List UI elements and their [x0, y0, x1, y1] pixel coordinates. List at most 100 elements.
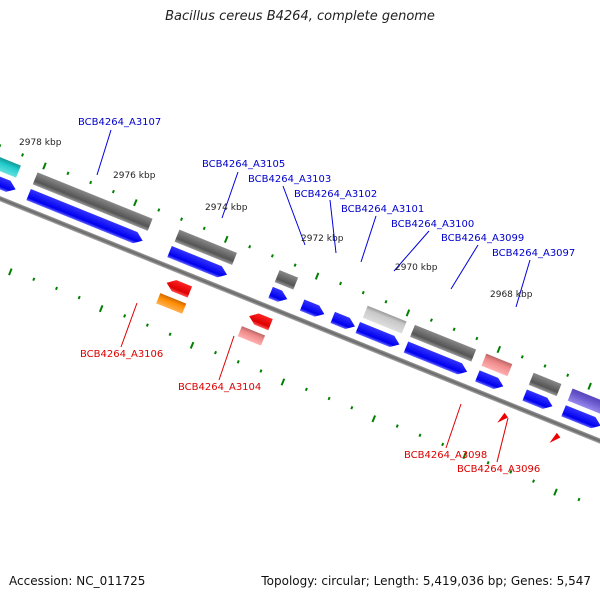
- forward-cds-arrow[interactable]: [522, 389, 554, 411]
- gene-label-bcb4264-a3102[interactable]: BCB4264_A3102: [294, 189, 377, 200]
- genome-backbone: [0, 188, 600, 456]
- forward-gene-block[interactable]: [362, 305, 407, 334]
- forward-cds-arrow[interactable]: [403, 341, 470, 378]
- scale-tick: [405, 309, 411, 317]
- scale-tick: [371, 415, 377, 423]
- scale-tick: [587, 382, 592, 390]
- genome-summary: Topology: circular; Length: 5,419,036 bp…: [261, 574, 591, 588]
- label-leader-line: [282, 185, 306, 246]
- scale-tick: [168, 332, 172, 337]
- gene-label-bcb4264-a3097[interactable]: BCB4264_A3097: [492, 248, 575, 259]
- map-title: Bacillus cereus B4264, complete genome: [165, 9, 435, 24]
- forward-cds-arrow[interactable]: [355, 322, 402, 350]
- forward-gene-block[interactable]: [274, 270, 299, 290]
- scale-label: 2976 kbp: [113, 171, 156, 181]
- gene-label-bcb4264-a3100[interactable]: BCB4264_A3100: [391, 219, 474, 230]
- reverse-cds-arrow[interactable]: [247, 311, 273, 331]
- gene-label-bcb4264-a3106[interactable]: BCB4264_A3106: [80, 349, 163, 360]
- reverse-cds-arrow[interactable]: [549, 432, 562, 446]
- label-leader-line: [96, 129, 112, 176]
- scale-tick: [395, 424, 399, 428]
- scale-tick: [441, 442, 445, 447]
- gene-label-bcb4264-a3107[interactable]: BCB4264_A3107: [78, 117, 161, 128]
- scale-tick: [157, 208, 161, 212]
- scale-tick: [361, 290, 365, 295]
- scale-tick: [145, 323, 149, 327]
- reverse-cds-arrow[interactable]: [497, 412, 509, 426]
- scale-tick: [475, 336, 479, 341]
- scale-tick: [8, 268, 13, 276]
- scale-tick: [189, 341, 195, 349]
- scale-tick: [77, 295, 81, 300]
- scale-tick: [248, 244, 252, 249]
- label-leader-line: [445, 403, 462, 449]
- forward-gene-block[interactable]: [174, 229, 237, 265]
- reverse-gene-block[interactable]: [237, 326, 266, 346]
- scale-tick: [327, 396, 331, 401]
- label-leader-line: [218, 335, 235, 381]
- scale-tick: [98, 304, 104, 313]
- scale-tick: [202, 226, 206, 231]
- label-leader-line: [360, 215, 377, 263]
- scale-tick: [259, 369, 263, 373]
- scale-tick: [452, 327, 456, 332]
- gene-label-bcb4264-a3096[interactable]: BCB4264_A3096: [457, 464, 540, 475]
- reverse-cds-arrow[interactable]: [164, 277, 193, 298]
- forward-cds-arrow[interactable]: [475, 370, 505, 392]
- forward-gene-block[interactable]: [481, 353, 513, 377]
- scale-tick: [280, 378, 286, 386]
- forward-gene-block[interactable]: [0, 151, 21, 178]
- forward-gene-block[interactable]: [32, 172, 153, 231]
- reverse-gene-block[interactable]: [156, 293, 187, 314]
- scale-tick: [418, 433, 422, 438]
- scale-tick: [553, 488, 558, 496]
- scale-tick: [462, 451, 467, 460]
- scale-tick: [89, 180, 93, 185]
- forward-cds-arrow[interactable]: [167, 245, 229, 280]
- gene-label-bcb4264-a3099[interactable]: BCB4264_A3099: [441, 233, 524, 244]
- scale-label: 2978 kbp: [19, 138, 62, 148]
- gene-label-bcb4264-a3098[interactable]: BCB4264_A3098: [404, 450, 487, 461]
- scale-label: 2970 kbp: [395, 263, 438, 273]
- scale-tick: [180, 217, 184, 221]
- scale-tick: [339, 281, 343, 286]
- scale-tick: [55, 286, 58, 291]
- forward-cds-arrow[interactable]: [268, 286, 289, 305]
- scale-tick: [0, 144, 2, 148]
- scale-tick: [314, 272, 320, 280]
- scale-tick: [532, 479, 536, 483]
- scale-label: 2968 kbp: [490, 290, 533, 300]
- label-leader-line: [496, 417, 509, 463]
- label-leader-line: [450, 244, 479, 290]
- scale-tick: [270, 254, 274, 258]
- label-leader-line: [393, 230, 430, 272]
- forward-cds-arrow[interactable]: [330, 311, 357, 332]
- forward-gene-block[interactable]: [410, 324, 477, 362]
- scale-tick: [32, 277, 36, 281]
- forward-gene-block[interactable]: [567, 388, 600, 416]
- scale-tick: [384, 300, 388, 304]
- scale-tick: [236, 360, 240, 364]
- gene-label-bcb4264-a3104[interactable]: BCB4264_A3104: [178, 382, 261, 393]
- forward-cds-arrow[interactable]: [561, 405, 600, 431]
- scale-tick: [496, 345, 502, 354]
- scale-tick: [42, 162, 47, 170]
- gene-label-bcb4264-a3101[interactable]: BCB4264_A3101: [341, 204, 424, 215]
- scale-tick: [543, 364, 547, 368]
- forward-cds-arrow[interactable]: [26, 189, 145, 246]
- scale-tick: [66, 171, 70, 176]
- gene-label-bcb4264-a3105[interactable]: BCB4264_A3105: [202, 159, 285, 170]
- forward-cds-arrow[interactable]: [0, 168, 18, 195]
- scale-tick: [350, 405, 354, 410]
- scale-tick: [111, 189, 115, 194]
- scale-tick: [123, 314, 127, 318]
- scale-tick: [214, 350, 218, 355]
- accession-label: Accession: NC_011725: [9, 574, 146, 588]
- scale-tick: [566, 373, 570, 377]
- gene-label-bcb4264-a3103[interactable]: BCB4264_A3103: [248, 174, 331, 185]
- scale-label: 2972 kbp: [301, 234, 344, 244]
- scale-tick: [577, 497, 581, 502]
- forward-cds-arrow[interactable]: [299, 299, 327, 320]
- label-leader-line: [221, 171, 239, 219]
- forward-gene-block[interactable]: [528, 372, 562, 397]
